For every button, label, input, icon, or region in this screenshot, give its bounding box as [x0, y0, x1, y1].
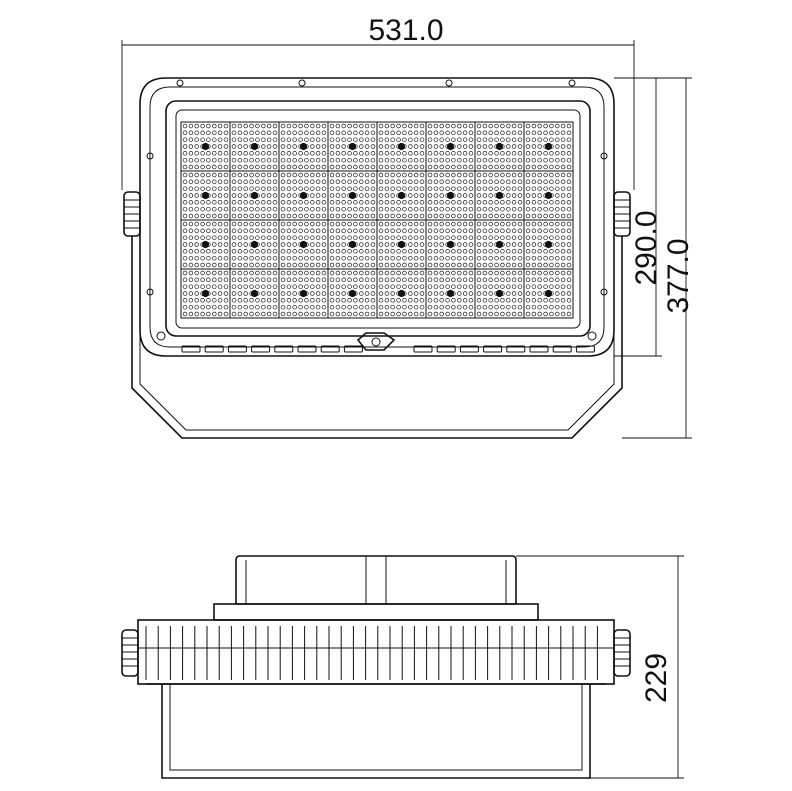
height-total-dimension: 377.0	[622, 77, 695, 439]
led-module	[474, 268, 525, 319]
center-latch-screw	[371, 337, 381, 347]
corner-screws	[146, 79, 608, 341]
heatsink-fins	[138, 626, 614, 680]
led-module	[523, 268, 574, 319]
right-knob	[613, 191, 631, 237]
led-module	[180, 219, 231, 270]
left-knob	[123, 191, 141, 237]
led-module	[278, 268, 329, 319]
led-module	[523, 219, 574, 270]
led-module	[180, 268, 231, 319]
heatsink-body	[137, 619, 615, 685]
led-module	[376, 121, 427, 172]
led-module	[327, 219, 378, 270]
driver-box	[235, 555, 517, 605]
led-module	[180, 170, 231, 221]
lens-frame	[165, 100, 591, 337]
height-body-dimension-label: 290.0	[630, 210, 663, 285]
vent-strip	[181, 345, 595, 353]
lens-frame-inner	[175, 109, 581, 329]
led-module-grid	[180, 121, 574, 319]
led-module	[425, 170, 476, 221]
led-module	[523, 121, 574, 172]
housing-outline	[139, 77, 615, 357]
led-module	[376, 170, 427, 221]
led-module	[278, 170, 329, 221]
side-right-knob	[613, 629, 631, 677]
center-latch	[356, 332, 396, 351]
led-module	[425, 219, 476, 270]
depth-dimension: 229	[516, 555, 684, 779]
led-module	[180, 121, 231, 172]
led-module	[474, 170, 525, 221]
led-module	[425, 121, 476, 172]
housing-inner-outline	[149, 86, 605, 348]
led-module	[229, 121, 280, 172]
led-module	[327, 268, 378, 319]
front-view: 531.0	[121, 14, 695, 439]
width-dimension-label: 531.0	[368, 14, 443, 47]
height-total-dimension-label: 377.0	[662, 238, 695, 313]
led-module	[327, 121, 378, 172]
led-module	[376, 219, 427, 270]
led-module	[229, 219, 280, 270]
side-bracket	[161, 684, 591, 779]
led-module	[278, 219, 329, 270]
led-module	[278, 121, 329, 172]
led-module	[376, 268, 427, 319]
mounting-bracket-inner	[139, 240, 615, 431]
depth-dimension-label: 229	[640, 653, 673, 703]
led-module	[229, 170, 280, 221]
led-module	[474, 121, 525, 172]
width-dimension: 531.0	[121, 14, 635, 190]
side-view: 229	[121, 555, 684, 779]
led-module	[327, 170, 378, 221]
mounting-bracket	[131, 236, 623, 439]
side-left-knob	[121, 629, 139, 677]
driver-base	[213, 603, 539, 621]
led-module	[523, 170, 574, 221]
led-module	[229, 268, 280, 319]
led-module	[425, 268, 476, 319]
led-module	[474, 219, 525, 270]
